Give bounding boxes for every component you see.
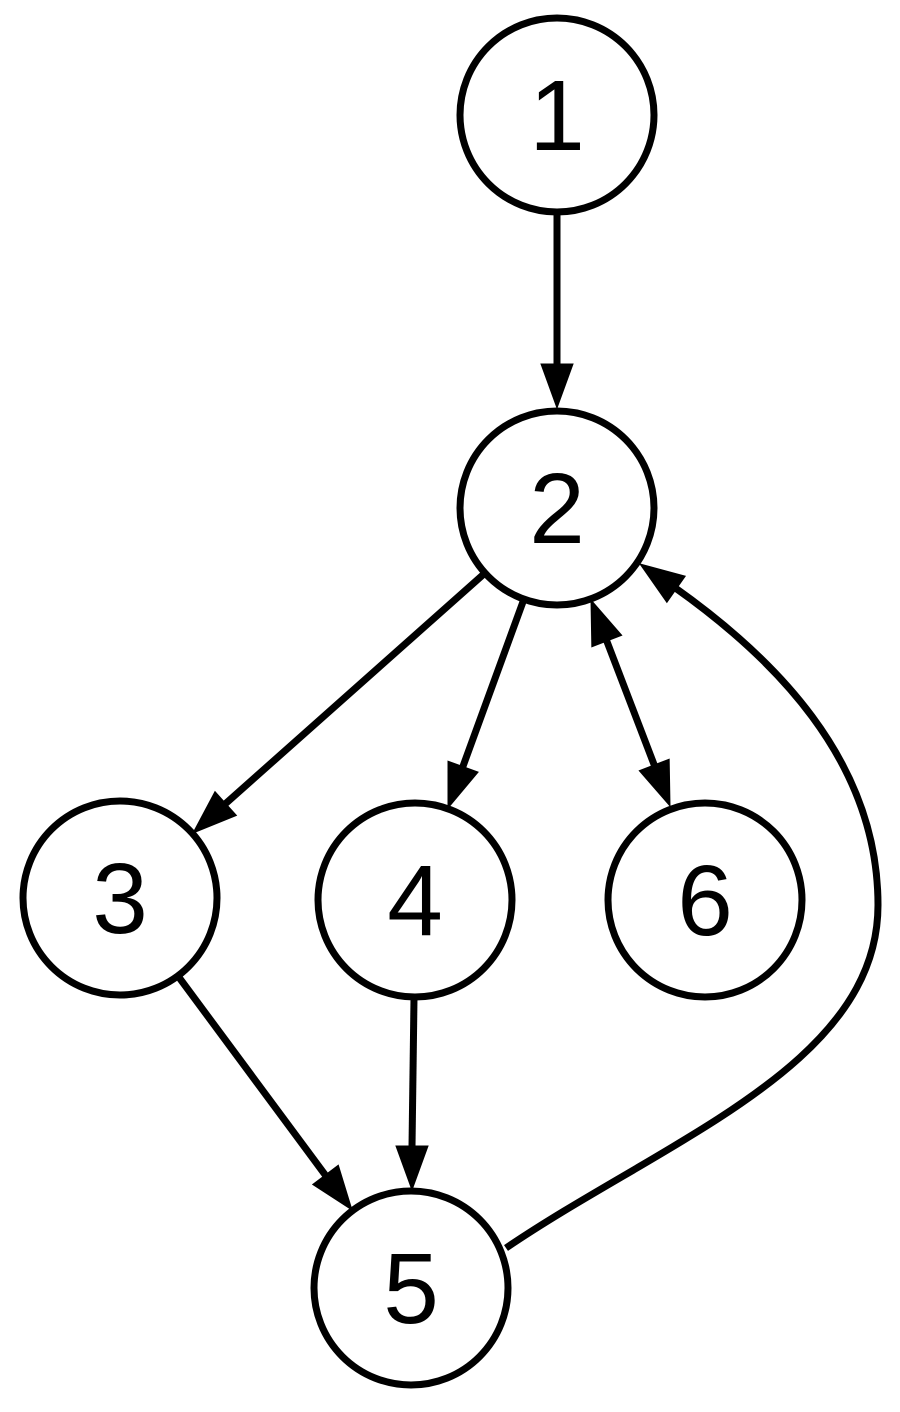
edge-5-2 bbox=[504, 584, 882, 1251]
arrowhead-edge-4-5 bbox=[395, 1145, 429, 1192]
edge-2-3 bbox=[221, 570, 488, 808]
node-2-circle bbox=[456, 407, 658, 609]
nodes-layer: 1 2 3 4 6 5 bbox=[19, 14, 806, 1389]
node-5-label: 5 bbox=[383, 1233, 439, 1345]
node-3-circle bbox=[19, 797, 221, 999]
edge-2-4 bbox=[458, 597, 528, 771]
arrowhead-edge-1-2 bbox=[540, 363, 574, 410]
edge-3-5 bbox=[175, 973, 329, 1179]
edges-layer bbox=[175, 213, 882, 1251]
arrowhead-edge-3-5 bbox=[311, 1164, 353, 1212]
arrowhead-edge-5-2 bbox=[638, 563, 687, 604]
node-6-circle bbox=[604, 799, 806, 1001]
arrowhead-edge-2-3 bbox=[191, 790, 238, 834]
node-4-label: 4 bbox=[387, 845, 443, 957]
node-6-label: 6 bbox=[677, 845, 733, 957]
node-5-circle bbox=[310, 1187, 512, 1389]
node-2-label: 2 bbox=[529, 453, 585, 565]
node-1-label: 1 bbox=[529, 60, 585, 172]
edge-2-6-bidirectional bbox=[602, 637, 659, 769]
node-3-label: 3 bbox=[92, 843, 148, 955]
node-1-circle bbox=[456, 14, 658, 216]
arrowhead-edge-2-6 bbox=[638, 758, 671, 808]
arrowhead-edge-2-6 bbox=[590, 598, 623, 648]
arrowhead-edge-2-4 bbox=[447, 760, 479, 810]
node-4-circle bbox=[314, 799, 516, 1001]
edge-4-5 bbox=[408, 997, 418, 1148]
